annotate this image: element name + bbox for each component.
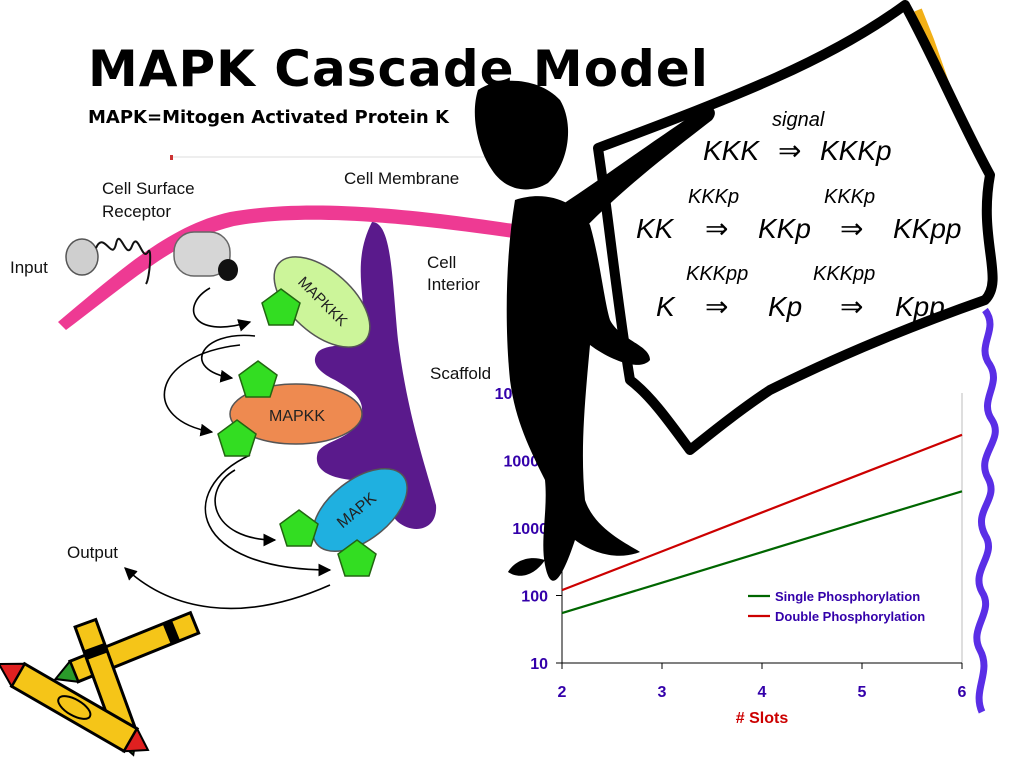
arrow-output <box>124 567 331 610</box>
presenter-silhouette <box>474 80 715 581</box>
mapkkk-oval <box>273 256 371 348</box>
chart-x-tick-label: 4 <box>758 684 767 701</box>
receptor-dot <box>218 259 238 281</box>
eq1-arrow: ⇒ <box>778 135 801 166</box>
eq2-arrow-1: ⇒ <box>705 213 728 244</box>
eq3-k: K <box>656 291 676 322</box>
eq1-kkk: KKK <box>703 135 760 166</box>
receptor-coil <box>95 237 152 285</box>
figure-raised-arm <box>560 106 715 228</box>
cell-membrane-label: Cell Membrane <box>344 169 459 188</box>
eq1-kkkp: KKKp <box>820 135 892 166</box>
eq2-arrow-2: ⇒ <box>840 213 863 244</box>
phosphate-pentagon <box>279 509 319 547</box>
kinase-equations: signal KKK ⇒ KKKp KKKp KKKp KK ⇒ KKp ⇒ K… <box>636 109 962 322</box>
arrow-mapkkk-to-mapkk-b <box>163 344 241 437</box>
arrow-receptor-to-mapkkk <box>192 287 252 332</box>
arrow-mapkk-to-mapk-b <box>204 454 332 577</box>
mapk-oval <box>312 467 408 553</box>
chart-y-tick-label: 100 <box>521 589 548 606</box>
input-label: Input <box>10 258 48 277</box>
figure-body <box>506 196 650 581</box>
eq3-kpp: Kpp <box>895 291 945 322</box>
chart-y-tick-label: 10 <box>530 656 548 673</box>
eq-signal: signal <box>772 109 825 131</box>
cell-surface-receptor-label-1: Cell Surface <box>102 179 195 198</box>
mapk-diagram: MAPKKK MAPKK MAPK Cell Surface Receptor … <box>10 155 520 610</box>
cell-surface-receptor-label-2: Receptor <box>102 202 171 221</box>
crayon-band <box>162 620 181 645</box>
chart-x-axis-label: # Slots <box>736 710 789 727</box>
eq2-over-1: KKKp <box>688 186 739 208</box>
crayon-band <box>83 643 108 660</box>
cell-interior-label-1: Cell <box>427 253 456 272</box>
output-label: Output <box>67 543 118 562</box>
chart-legend-label: Single Phosphorylation <box>775 589 920 604</box>
chart-x-tick-label: 2 <box>558 684 567 701</box>
eq2-kkpp: KKpp <box>893 213 962 244</box>
scaffold-label: Scaffold <box>430 364 491 383</box>
chart-y-tick-label: 1000 <box>512 521 548 538</box>
crayon-label <box>57 695 92 720</box>
crayon-tip <box>0 662 27 689</box>
eq2-kkp: KKp <box>758 213 811 244</box>
mapkk-oval <box>229 383 363 445</box>
chart-x-tick-label: 6 <box>958 684 967 701</box>
slide-title: MAPK Cascade Model <box>88 40 709 98</box>
figure-head <box>474 80 569 190</box>
eq3-over-2: KKKpp <box>813 263 875 285</box>
receptor-ligand <box>65 238 99 276</box>
chart-series-line <box>561 490 963 615</box>
cell-interior-label-2: Interior <box>427 275 480 294</box>
mapkk-label: MAPKK <box>269 408 325 425</box>
eq3-arrow-2: ⇒ <box>840 291 863 322</box>
scaffold-shape <box>314 222 437 529</box>
purple-squiggle-border <box>973 307 999 714</box>
crayon-end <box>122 726 150 753</box>
phosphate-pentagon <box>238 360 278 398</box>
figure-foot <box>508 558 545 576</box>
phosphate-pentagon <box>217 419 257 457</box>
receptor-block <box>173 231 231 277</box>
phosphate-group <box>217 288 377 577</box>
arrow-mapkk-to-mapk-a <box>214 469 277 547</box>
eq3-arrow-1: ⇒ <box>705 291 728 322</box>
crayon-tip <box>53 659 80 683</box>
arrow-mapkkk-to-mapkk-a <box>201 334 256 383</box>
cell-membrane-band <box>58 205 520 330</box>
chart-x-tick-label: 5 <box>858 684 867 701</box>
phosphate-pentagon <box>261 288 301 326</box>
thumbnail-mark <box>170 155 173 160</box>
eq2-kk: KK <box>636 213 675 244</box>
chart-legend-label: Double Phosphorylation <box>775 609 925 624</box>
eq3-over-1: KKKpp <box>686 263 748 285</box>
eq2-over-2: KKKp <box>824 186 875 208</box>
chart-x-tick-label: 3 <box>658 684 667 701</box>
eq3-kp: Kp <box>768 291 802 322</box>
crayons-clipart <box>0 610 201 757</box>
chart-series-line <box>561 433 963 592</box>
slide-subtitle: MAPK=Mitogen Activated Protein K <box>88 107 449 128</box>
phosphate-pentagon <box>337 539 377 577</box>
